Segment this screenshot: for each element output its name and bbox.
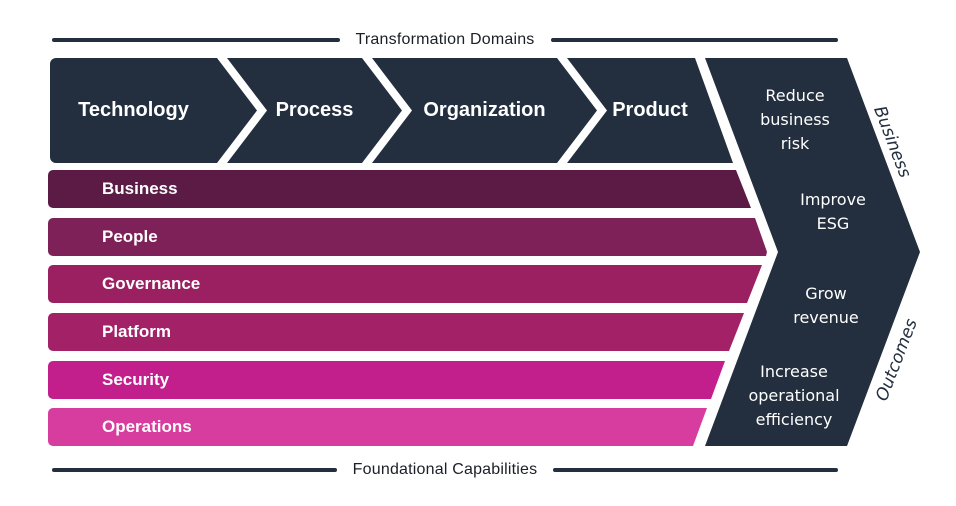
capability-label: Business (102, 179, 178, 198)
foundational-capabilities-divider: Foundational Capabilities (52, 458, 839, 482)
capability-bar-people: People (48, 218, 767, 256)
domain-label: Technology (78, 99, 189, 121)
divider-line-left (52, 468, 337, 472)
transformation-domains-divider: Transformation Domains (52, 28, 839, 52)
capability-bar-business: Business (48, 170, 751, 208)
capability-bar-governance: Governance (48, 265, 762, 303)
capability-label: Governance (102, 274, 201, 293)
domain-label: Organization (423, 99, 546, 121)
foundational-capabilities-title: Foundational Capabilities (352, 461, 538, 478)
domain-label: Process (275, 99, 354, 121)
outcome-grow-revenue: Grow revenue (793, 284, 859, 327)
divider-line-left (52, 38, 340, 42)
capability-label: Operations (102, 417, 192, 436)
capability-bar-operations: Operations (48, 408, 707, 446)
capability-label: Platform (102, 322, 171, 341)
outcome-reduce-business-risk: Reduce business risk (760, 86, 830, 153)
capability-bar-platform: Platform (48, 313, 744, 351)
transformation-domains-title: Transformation Domains (355, 31, 535, 48)
domain-chevron-organization: Organization (372, 58, 597, 163)
capability-label: Security (102, 370, 170, 389)
capability-bar-security: Security (48, 361, 725, 399)
domain-chevron-technology: Technology (50, 58, 257, 163)
divider-line-right (550, 38, 839, 42)
capability-label: People (102, 227, 158, 246)
outcome-increase-operational-efficiency: Increase operational efficiency (748, 362, 840, 429)
divider-line-right (553, 468, 839, 472)
outcome-improve-esg: Improve ESG (800, 190, 866, 233)
domain-label: Product (612, 99, 688, 121)
